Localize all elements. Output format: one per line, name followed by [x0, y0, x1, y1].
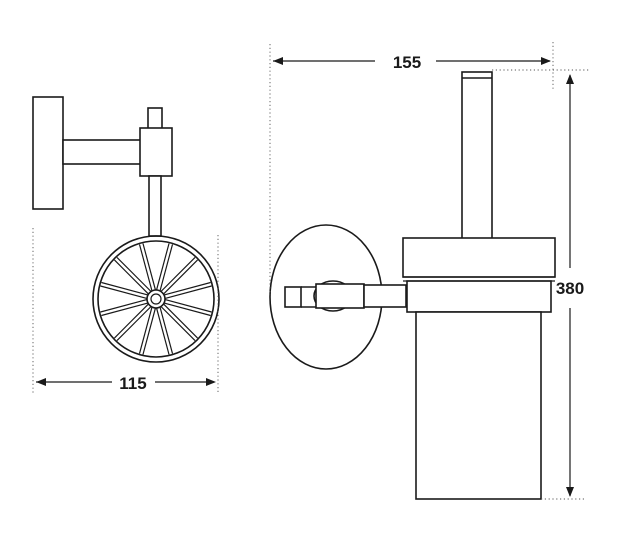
- wheel-spoke: [113, 303, 149, 339]
- wall-plate: [32, 96, 64, 210]
- wheel-spokes: [100, 243, 212, 355]
- wheel-spoke: [163, 303, 199, 339]
- wheel-spoke: [101, 302, 148, 317]
- wheel-spoke: [101, 281, 148, 296]
- wheel-spoke: [164, 302, 211, 317]
- glass-container: [415, 311, 542, 500]
- wall-arm: [284, 280, 407, 312]
- dimension-wheel-width: 115: [32, 228, 219, 393]
- dimension-total-height: 380: [541, 74, 585, 500]
- connector-block: [139, 127, 173, 177]
- wheel-spoke: [165, 285, 212, 299]
- brush-handle-rod: [148, 175, 162, 237]
- wheel-spoke: [159, 244, 174, 291]
- dimension-label-115: 115: [119, 374, 146, 393]
- holder-ring: [406, 280, 552, 313]
- dimension-total-depth: 155: [269, 42, 590, 295]
- side-view: 115: [32, 96, 220, 393]
- wheel-spoke: [142, 308, 156, 355]
- wheel-end-view: [92, 235, 220, 363]
- wheel-spoke: [116, 306, 152, 342]
- wheel-spoke: [138, 244, 153, 291]
- wheel-spoke: [100, 285, 147, 299]
- wheel-spoke: [165, 299, 212, 313]
- wheel-spoke: [164, 281, 211, 296]
- wheel-spoke: [113, 259, 149, 295]
- wheel-spoke: [156, 243, 170, 290]
- wheel-spoke: [160, 306, 196, 342]
- wheel-spoke: [163, 259, 199, 295]
- brush-handle: [461, 71, 493, 243]
- horizontal-arm: [62, 139, 142, 165]
- dimension-label-380: 380: [556, 279, 584, 298]
- wheel-spoke: [116, 256, 152, 292]
- wheel-spoke: [160, 256, 196, 292]
- wheel-spoke: [159, 307, 174, 354]
- holder-lid: [402, 237, 556, 278]
- wheel-spoke: [142, 243, 156, 290]
- dimension-label-155: 155: [393, 53, 421, 72]
- wheel-spoke: [156, 308, 170, 355]
- front-view: 155 380: [269, 42, 590, 500]
- brush-handle-top: [147, 107, 163, 131]
- wheel-spoke: [138, 307, 153, 354]
- wheel-spoke: [100, 299, 147, 313]
